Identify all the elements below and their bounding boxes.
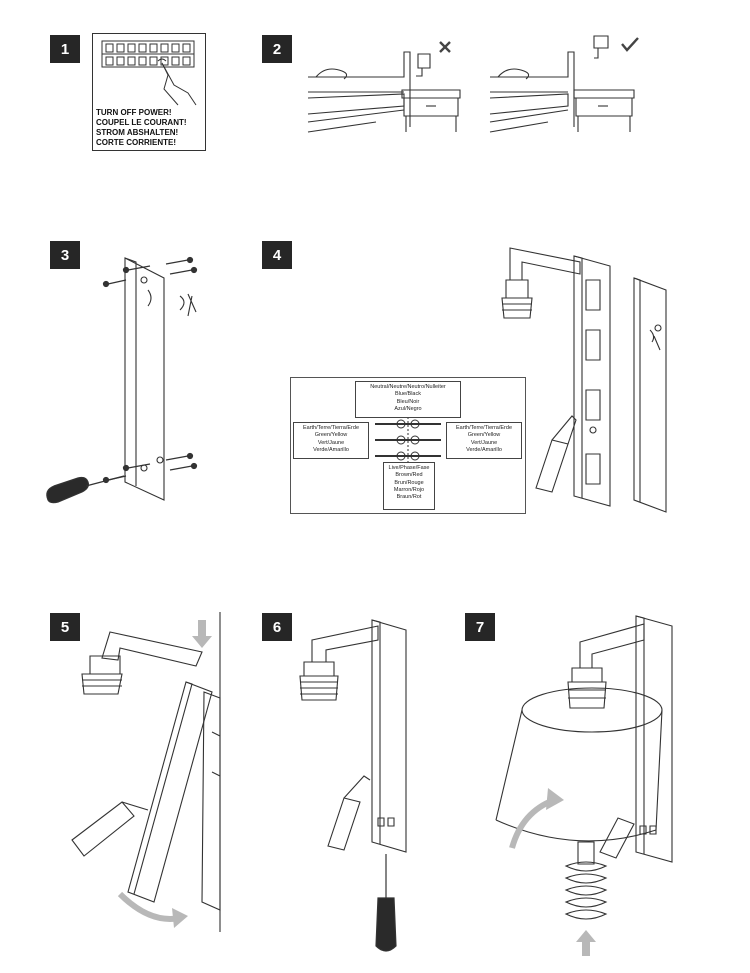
step-number-badge: 4 xyxy=(262,241,292,269)
live-wire-label: Live/Phase/Fase Brown/Red Brun/Rouge Mar… xyxy=(383,462,435,510)
warning-line: STROM ABSHALTEN! xyxy=(96,128,179,137)
wire-label-line: Neutral/Neutre/Neutro/Nulleiter xyxy=(370,384,446,390)
wire-label-line: Brown/Red xyxy=(395,472,423,479)
wire-label-line: Green/Yellow xyxy=(467,432,501,439)
wire-label-line: Green/Yellow xyxy=(314,432,348,439)
wiring-diagram-frame xyxy=(290,377,526,514)
step-number-badge: 5 xyxy=(50,613,80,641)
wire-label-line: Earth/Terre/Tierra/Erde xyxy=(455,425,513,431)
hook-frame-illustration xyxy=(62,612,232,932)
arrow-down-icon xyxy=(192,620,212,648)
warning-line: TURN OFF POWER! xyxy=(96,108,172,117)
screw-icon xyxy=(104,258,197,287)
wire-label-line: Azul/Negro xyxy=(394,405,422,412)
mounting-plate-illustration xyxy=(40,250,220,525)
power-warning-text: TURN OFF POWER! COUPEL LE COURANT! STROM… xyxy=(96,108,206,148)
bed-placement-wrong-illustration xyxy=(306,32,471,154)
wire-label-line: Vert/Jaune xyxy=(470,439,498,446)
wire-label-line: Earth/Terre/Tierra/Erde xyxy=(302,425,360,431)
lamp-frame-back-illustration xyxy=(490,240,690,525)
wire-label-line: Blue/Black xyxy=(395,391,421,398)
step-number-badge: 3 xyxy=(50,241,80,269)
earth-wire-label-left: Earth/Terre/Tierra/Erde Green/Yellow Ver… xyxy=(293,422,369,459)
wire-label-line: Braun/Rot xyxy=(396,494,422,501)
rotate-arrow-head-icon xyxy=(546,788,564,810)
screwdriver-icon xyxy=(376,854,396,951)
bed-placement-right-illustration xyxy=(488,32,648,154)
step-number-badge: 2 xyxy=(262,35,292,63)
cross-icon xyxy=(440,42,450,52)
warning-line: COUPEL LE COURANT! xyxy=(96,118,187,127)
wiring-connector-illustration xyxy=(290,377,526,514)
wire-label-line: Verde/Amarillo xyxy=(466,446,502,453)
screwdriver-icon xyxy=(47,476,124,503)
wire-label-line: Marron/Rojo xyxy=(393,486,425,493)
rotate-arrow-head-icon xyxy=(172,908,188,928)
fuse-box-illustration xyxy=(92,33,206,105)
neutral-wire-label: Neutral/Neutre/Neutro/Nulleiter Blue/Bla… xyxy=(355,381,461,418)
wire-label-line: Bleu/Noir xyxy=(396,398,420,405)
arrow-up-icon xyxy=(576,930,596,956)
wire-label-line: Brun/Rouge xyxy=(394,479,424,486)
fasten-screw-illustration xyxy=(298,618,418,958)
rotate-arrow-icon xyxy=(120,894,180,919)
step-number-badge: 1 xyxy=(50,35,80,63)
warning-line: CORTE CORRIENTE! xyxy=(96,138,176,147)
wire-label-line: Verde/Amarillo xyxy=(313,446,349,453)
wire-label-line: Vert/Jaune xyxy=(317,439,345,446)
earth-wire-label-right: Earth/Terre/Tierra/Erde Green/Yellow Ver… xyxy=(446,422,522,459)
step-number-badge: 6 xyxy=(262,613,292,641)
shade-bulb-illustration xyxy=(488,612,698,956)
wire-label-line: Live/Phase/Fase xyxy=(388,465,430,471)
step-number-badge: 7 xyxy=(465,613,495,641)
check-icon xyxy=(622,38,638,50)
